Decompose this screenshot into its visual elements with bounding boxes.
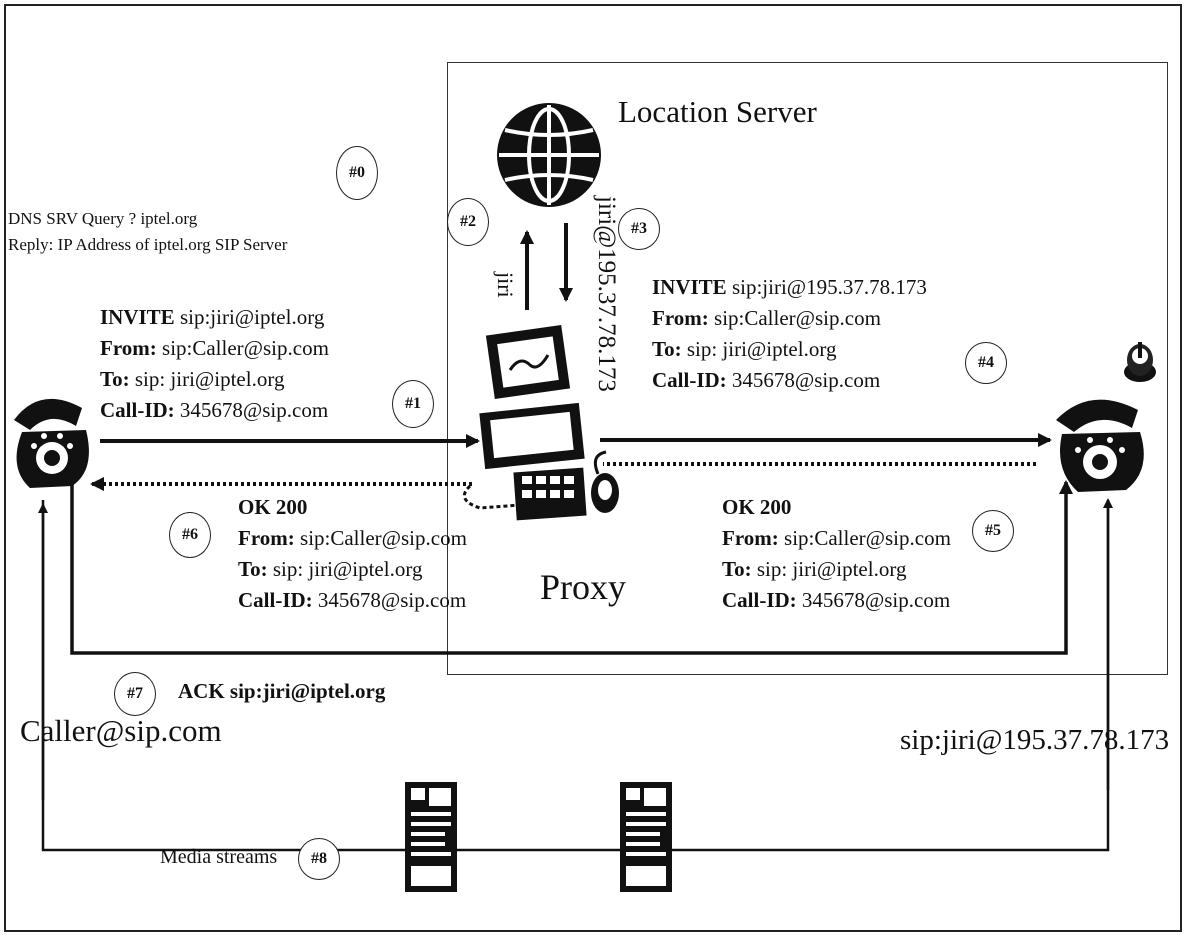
callee-address: sip:jiri@195.37.78.173 <box>900 724 1169 757</box>
proxy-label: Proxy <box>540 566 626 608</box>
ok-right-message: OK 200 From: sip:Caller@sip.com To: sip:… <box>722 492 951 616</box>
step-0-marker: #0 <box>336 146 378 200</box>
ack-label: ACK sip:jiri@iptel.org <box>178 676 385 707</box>
invite-right-message: INVITE sip:jiri@195.37.78.173 From: sip:… <box>652 272 927 396</box>
invite-left-message: INVITE sip:jiri@iptel.org From: sip:Call… <box>100 302 329 426</box>
ok-left-message: OK 200 From: sip:Caller@sip.com To: sip:… <box>238 492 467 616</box>
step-8-marker: #8 <box>298 838 340 880</box>
lookup-query-label: jiri <box>492 272 518 298</box>
step-5-marker: #5 <box>972 510 1014 552</box>
caller-address: Caller@sip.com <box>20 713 222 749</box>
dns-reply-text: Reply: IP Address of iptel.org SIP Serve… <box>8 232 287 258</box>
dns-query-text: DNS SRV Query ? iptel.org <box>8 206 197 232</box>
step-1-marker: #1 <box>392 380 434 428</box>
media-server-icon-right <box>620 782 672 892</box>
callee-phone-icon <box>1056 400 1144 492</box>
globe-icon <box>497 103 601 207</box>
lookup-result-label: jiri@195.37.78.173 <box>592 196 620 392</box>
step-3-marker: #3 <box>618 208 660 250</box>
step-7-marker: #7 <box>114 672 156 716</box>
location-server-label: Location Server <box>618 94 817 130</box>
step-2-marker: #2 <box>447 198 489 246</box>
step-6-marker: #6 <box>169 512 211 558</box>
callee-user-icon <box>1124 342 1156 382</box>
media-streams-label: Media streams <box>160 846 277 869</box>
step-4-marker: #4 <box>965 342 1007 384</box>
caller-phone-icon <box>14 399 89 488</box>
media-server-icon-left <box>405 782 457 892</box>
